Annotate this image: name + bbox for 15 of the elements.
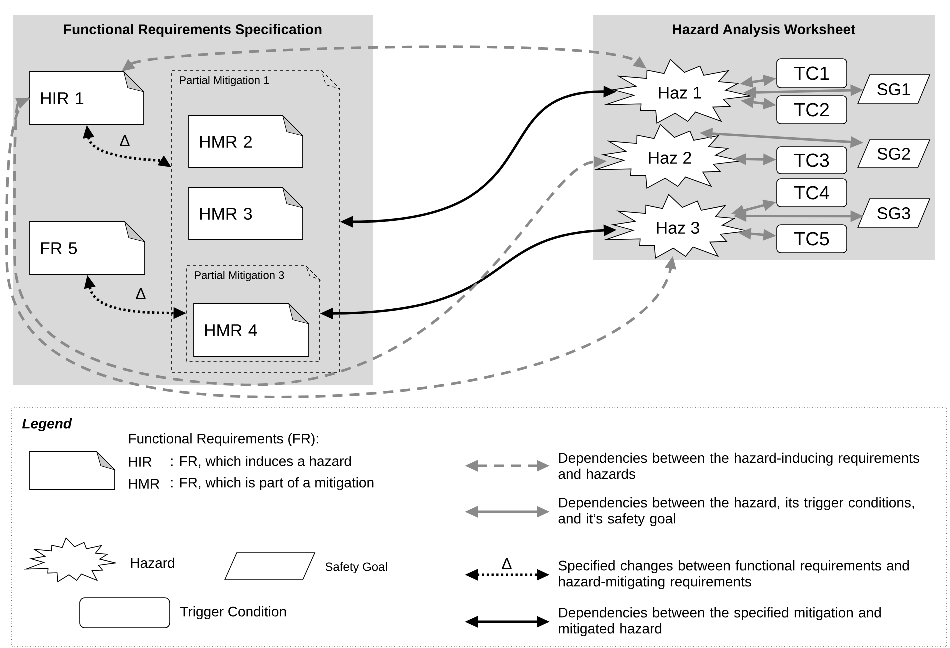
legend-title: Legend xyxy=(22,418,72,432)
edge-label: Δ xyxy=(134,288,148,300)
definition-text: : FR, which is part of a mitigation xyxy=(172,477,374,491)
trigger-condition-box: TC1 xyxy=(776,58,848,88)
abbreviation: HMR xyxy=(129,479,160,489)
definition-text: : FR, which induces a hazard xyxy=(172,456,352,468)
abbreviation: HIR xyxy=(129,457,152,467)
edge-label: Δ xyxy=(118,134,132,148)
legend-item: Hazard xyxy=(24,537,174,583)
legend-delta: Δ xyxy=(501,558,513,570)
trigger-condition-box: TC2 xyxy=(776,96,848,124)
trigger-condition-box: TC5 xyxy=(776,224,848,254)
trigger-condition-box: TC4 xyxy=(776,178,848,208)
trigger-condition-box: TC3 xyxy=(776,146,848,174)
legend-item: Trigger Condition xyxy=(80,598,286,628)
